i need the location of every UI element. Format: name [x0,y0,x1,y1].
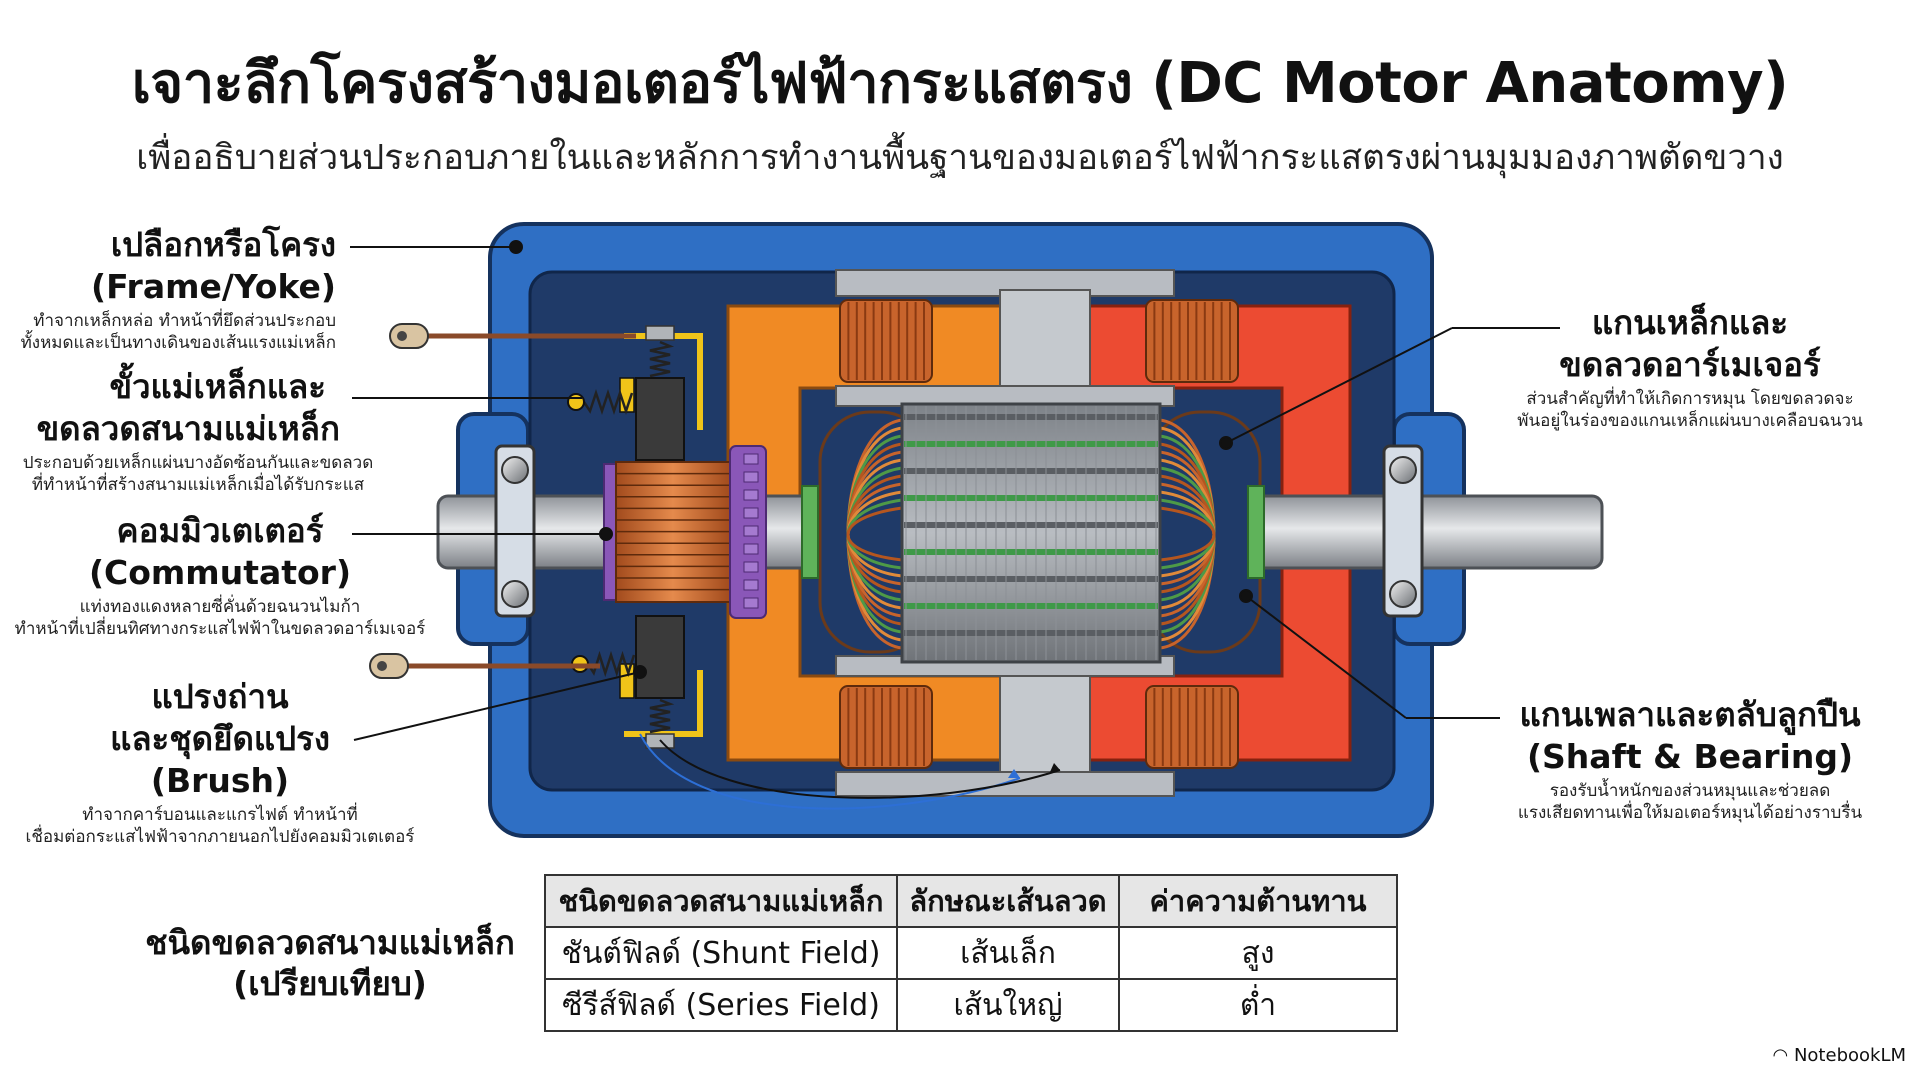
label-field-pole-desc-1: ประกอบด้วยเหล็กแผ่นบางอัดซ้อนกันและขดลวด [22,452,374,473]
label-armature-desc-1: ส่วนสำคัญที่ทำให้เกิดการหมุน โดยขดลวดจะ [1526,388,1854,409]
field-coil-top-left [839,299,933,383]
label-field-pole-heading-2: ขดลวดสนามแม่เหล็ก [36,408,340,448]
label-field-pole: ขั้วแม่เหล็กและ ขดลวดสนามแม่เหล็ก ประกอบ… [0,367,374,496]
armature-slots [904,406,1158,660]
current-flow-line-2 [659,739,1061,799]
commutator [603,445,767,619]
lead-wire-bottom [369,653,600,679]
table-cell: เส้นใหญ่ [896,978,1120,1032]
page-subtitle: เพื่ออธิบายส่วนประกอบภายในและหลักการทำงา… [136,138,1784,178]
comparison-label-2: (เปรียบเทียบ) [233,964,427,1004]
brand-watermark: ◠ NotebookLM [1773,1045,1907,1066]
armature-ring-right [1247,485,1265,579]
table-row: ซีรีส์ฟิลด์ (Series Field) เส้นใหญ่ ต่ำ [544,978,1398,1032]
label-armature-heading-1: แกนเหล็กและ [1591,303,1789,342]
label-commutator: คอมมิวเตเตอร์ (Commutator) แท่งทองแดงหลา… [0,512,440,640]
table-header-row: ชนิดขดลวดสนามแม่เหล็ก ลักษณะเส้นลวด ค่าค… [544,874,1398,928]
label-brush-heading-2: และชุดยึดแปรง [110,718,330,758]
label-commutator-heading-2: (Commutator) [88,552,352,592]
label-field-pole-desc: ประกอบด้วยเหล็กแผ่นบางอัดซ้อนกันและขดลวด… [0,452,396,496]
field-coil-bottom-left [839,685,933,769]
table-cell: ต่ำ [1118,978,1398,1032]
current-flow-line-1 [639,733,1021,810]
label-commutator-desc: แท่งทองแดงหลายซี่คั่นด้วยฉนวนไมก้า ทำหน้… [0,596,440,640]
lamination-top [835,269,1175,407]
brush-top [619,325,703,461]
label-armature-desc-2: พันอยู่ในร่องของแกนเหล็กแผ่นบางเคลือบฉนว… [1517,410,1863,431]
label-frame-heading-2: (Frame/Yoke) [91,266,336,306]
lamination-bottom [835,655,1175,797]
label-brush-heading-3: (Brush) [150,760,290,800]
armature-ring-left [801,485,819,579]
brand-text: NotebookLM [1793,1045,1906,1066]
label-brush-heading-1: แปรงถ่าน [151,677,289,716]
label-shaft-desc-1: รองรับน้ำหนักของส่วนหมุนและช่วยลด [1549,780,1831,801]
leader-shaft [1245,595,1407,719]
label-armature: แกนเหล็กและ ขดลวดอาร์เมเจอร์ ส่วนสำคัญที… [1480,304,1900,432]
label-frame-desc-2: ทั้งหมดและเป็นทางเดินของเส้นแรงแม่เหล็ก [20,332,336,353]
table-cell: สูง [1118,926,1398,980]
label-frame-heading-1: เปลือกหรือโครง [110,225,336,264]
notebooklm-icon: ◠ [1772,1045,1789,1066]
table-cell: ชันต์ฟิลด์ (Shunt Field) [544,926,898,980]
label-frame-desc: ทำจากเหล็กหล่อ ทำหน้าที่ยึดส่วนประกอบ ทั… [0,310,336,354]
leader-brush [353,671,641,741]
table-header-cell: ค่าความต้านทาน [1118,874,1398,928]
field-coil-bottom-right [1145,685,1239,769]
label-commutator-desc-1: แท่งทองแดงหลายซี่คั่นด้วยฉนวนไมก้า [79,596,361,617]
label-brush: แปรงถ่าน และชุดยึดแปรง (Brush) ทำจากคาร์… [0,678,440,848]
page-title: เจาะลึกโครงสร้างมอเตอร์ไฟฟ้ากระแสตรง (DC… [131,51,1789,116]
comparison-label: ชนิดขดลวดสนามแม่เหล็ก (เปรียบเทียบ) [130,922,530,1005]
table-header-cell: ชนิดขดลวดสนามแม่เหล็ก [544,874,898,928]
leader-armature [1225,327,1453,444]
label-armature-heading-2: ขดลวดอาร์เมเจอร์ [1559,344,1821,384]
label-armature-desc: ส่วนสำคัญที่ทำให้เกิดการหมุน โดยขดลวดจะ … [1480,388,1900,432]
brush-bottom [619,615,703,749]
label-brush-desc-2: เชื่อมต่อกระแสไฟฟ้าจากภายนอกไปยังคอมมิวเ… [25,826,415,847]
label-shaft: แกนเพลาและตลับลูกปืน (Shaft & Bearing) ร… [1480,696,1900,824]
bearing-right [1382,444,1424,618]
table-row: ชันต์ฟิลด์ (Shunt Field) เส้นเล็ก สูง [544,926,1398,980]
label-commutator-desc-2: ทำหน้าที่เปลี่ยนทิศทางกระแสไฟฟ้าในขดลวดอ… [14,618,426,639]
comparison-table: ชนิดขดลวดสนามแม่เหล็ก ลักษณะเส้นลวด ค่าค… [544,874,1398,1032]
table-cell: ซีรีส์ฟิลด์ (Series Field) [544,978,898,1032]
field-coil-top-right [1145,299,1239,383]
comparison-label-1: ชนิดขดลวดสนามแม่เหล็ก [145,923,515,962]
label-shaft-desc-2: แรงเสียดทานเพื่อให้มอเตอร์หมุนได้อย่างรา… [1517,802,1863,823]
label-commutator-heading-1: คอมมิวเตเตอร์ [116,511,324,550]
label-field-pole-desc-2: ที่ทำหน้าที่สร้างสนามแม่เหล็กเมื่อได้รับ… [31,474,365,495]
label-shaft-heading-1: แกนเพลาและตลับลูกปืน [1519,695,1861,734]
table-cell: เส้นเล็ก [896,926,1120,980]
armature-windings [846,418,1216,650]
label-shaft-heading-2: (Shaft & Bearing) [1526,736,1854,776]
label-frame-desc-1: ทำจากเหล็กหล่อ ทำหน้าที่ยึดส่วนประกอบ [33,310,336,331]
bearing-left [494,444,536,618]
label-shaft-desc: รองรับน้ำหนักของส่วนหมุนและช่วยลด แรงเสี… [1480,780,1900,824]
lead-wire-top [389,323,636,349]
label-frame: เปลือกหรือโครง (Frame/Yoke) ทำจากเหล็กหล… [21,225,336,354]
label-field-pole-heading-1: ขั้วแม่เหล็กและ [109,367,326,406]
table-header-cell: ลักษณะเส้นลวด [896,874,1120,928]
label-brush-desc-1: ทำจากคาร์บอนและแกรไฟต์ ทำหน้าที่ [82,804,358,825]
label-brush-desc: ทำจากคาร์บอนและแกรไฟต์ ทำหน้าที่ เชื่อมต… [0,804,440,848]
